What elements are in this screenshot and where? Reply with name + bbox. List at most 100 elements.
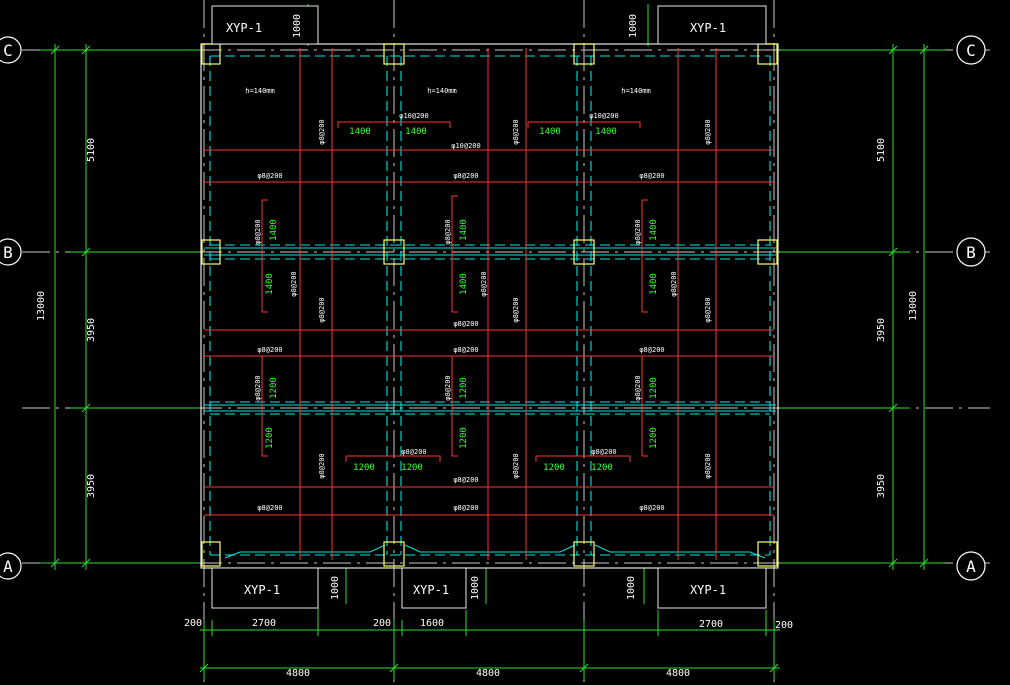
dim-left-3950-upper: 3950 xyxy=(86,318,97,342)
axis-bubble-b-left xyxy=(0,238,22,266)
rebar-v3: φ8@200 xyxy=(704,119,712,144)
rebar-h-r3-2: φ8@200 xyxy=(453,346,478,354)
dim-b-2700-left: 2700 xyxy=(252,618,276,629)
length-top-d: 1400 xyxy=(595,127,617,137)
rebar-h-r2-1: φ8@200 xyxy=(453,504,478,512)
length-low-c: 1200 xyxy=(649,377,659,399)
xyp-label-top-right: XYP-1 xyxy=(690,21,726,35)
rebar-v5: φ8@200 xyxy=(512,297,520,322)
columns xyxy=(201,43,778,567)
beam-lines xyxy=(209,55,771,556)
beam-lines-solid xyxy=(204,247,776,559)
rebar-c1: φ10@200 xyxy=(399,112,429,120)
xyp-label-bottom-right: XYP-1 xyxy=(690,583,726,597)
length-mid-b: 1400 xyxy=(459,219,469,241)
axis-bubble-a-right xyxy=(956,551,986,581)
rebar-c3: φ10@200 xyxy=(451,142,481,150)
length-low-d: 1200 xyxy=(265,427,275,449)
rebar-bot-v1: φ8@200 xyxy=(318,453,326,478)
dim-span-4800-2: 4800 xyxy=(476,668,500,679)
rebar-bot-v3: φ8@200 xyxy=(704,453,712,478)
rebar-v6: φ8@200 xyxy=(704,297,712,322)
xyp-box-top-right xyxy=(657,5,767,45)
length-mid-c: 1400 xyxy=(649,219,659,241)
dim-right-5100: 5100 xyxy=(876,138,887,162)
dim-left-3950-lower: 3950 xyxy=(86,474,97,498)
length-mid-f: 1400 xyxy=(649,273,659,295)
rebar-h-r3-3: φ8@200 xyxy=(639,346,664,354)
dim-bottom-1000-right: 1000 xyxy=(626,576,637,600)
axis-label-b-right: B xyxy=(966,243,976,262)
length-bot-c: 1200 xyxy=(543,463,565,473)
dim-b-200-left: 200 xyxy=(184,618,202,629)
slab-note-3: h=140mm xyxy=(621,87,651,95)
rebar-sv9: φ8@200 xyxy=(634,375,642,400)
length-top-a: 1400 xyxy=(349,127,371,137)
rebar-h-r1-2: φ8@200 xyxy=(453,172,478,180)
xyp-box-top-left xyxy=(211,5,319,45)
axis-bubble-c-right xyxy=(956,35,986,65)
rebar-h-r3-1: φ8@200 xyxy=(257,346,282,354)
rebar-h-r4-3: φ8@200 xyxy=(639,504,664,512)
rebar-v4: φ8@200 xyxy=(318,297,326,322)
grid-axis-lines xyxy=(22,0,990,685)
dim-top-1000-right: 1000 xyxy=(628,14,639,38)
length-top-c: 1400 xyxy=(539,127,561,137)
axis-label-a-right: A xyxy=(966,557,976,576)
dimension-ticks xyxy=(50,45,929,673)
xyp-boxes xyxy=(211,5,767,609)
slab-note-2: h=140mm xyxy=(427,87,457,95)
rebar-bot-v2: φ8@200 xyxy=(512,453,520,478)
xyp-label-bottom-mid: XYP-1 xyxy=(413,583,449,597)
axis-bubble-a-left xyxy=(0,552,22,580)
xyp-label-top-left: XYP-1 xyxy=(226,21,262,35)
dim-b-1600: 1600 xyxy=(420,618,444,629)
dim-span-4800-3: 4800 xyxy=(666,668,690,679)
rebar-sv1: φ8@200 xyxy=(254,219,262,244)
rebar-sv7: φ8@200 xyxy=(254,375,262,400)
dim-left-total: 13000 xyxy=(36,291,47,321)
axis-bubble-b-right xyxy=(956,237,986,267)
slab-note-1: h=140mm xyxy=(245,87,275,95)
rebar-lines xyxy=(204,48,774,560)
rebar-b-t1: φ8@200 xyxy=(401,448,426,456)
xyp-box-bottom-left xyxy=(211,567,319,609)
rebar-h-r4-1: φ8@200 xyxy=(257,504,282,512)
axis-label-c-right: C xyxy=(966,41,976,60)
dim-right-total: 13000 xyxy=(908,291,919,321)
axis-label-c-left: C xyxy=(3,41,13,60)
dim-bottom-1000-mid: 1000 xyxy=(470,576,481,600)
dim-b-200-mid: 200 xyxy=(373,618,391,629)
dim-span-4800-1: 4800 xyxy=(286,668,310,679)
axis-bubbles xyxy=(0,35,986,581)
rebar-sv6: φ8@200 xyxy=(670,271,678,296)
rebar-h-r4-2: φ8@200 xyxy=(453,476,478,484)
rebar-sv5: φ8@200 xyxy=(480,271,488,296)
slab-outline xyxy=(200,43,779,569)
xyp-label-bottom-left: XYP-1 xyxy=(244,583,280,597)
rebar-sv4: φ8@200 xyxy=(290,271,298,296)
rebar-c2: φ10@200 xyxy=(589,112,619,120)
rebar-v2: φ8@200 xyxy=(512,119,520,144)
length-mid-d: 1400 xyxy=(265,273,275,295)
rebar-v1: φ8@200 xyxy=(318,119,326,144)
dim-right-3950-upper: 3950 xyxy=(876,318,887,342)
length-low-e: 1200 xyxy=(459,427,469,449)
length-bot-d: 1200 xyxy=(591,463,613,473)
rebar-b-t2: φ8@200 xyxy=(591,448,616,456)
rebar-sv2: φ8@200 xyxy=(444,219,452,244)
rebar-h-r2-2: φ8@200 xyxy=(453,320,478,328)
length-low-f: 1200 xyxy=(649,427,659,449)
dimension-lines xyxy=(40,4,945,680)
length-mid-e: 1400 xyxy=(459,273,469,295)
dim-right-3950-lower: 3950 xyxy=(876,474,887,498)
dim-left-5100: 5100 xyxy=(86,138,97,162)
length-low-a: 1200 xyxy=(269,377,279,399)
xyp-box-bottom-right xyxy=(657,567,767,609)
axis-bubble-c-left xyxy=(0,36,22,64)
rebar-h-r1-1: φ8@200 xyxy=(257,172,282,180)
rebar-h-r1-3: φ8@200 xyxy=(639,172,664,180)
length-bot-b: 1200 xyxy=(401,463,423,473)
dim-b-2700-right: 2700 xyxy=(699,619,723,630)
